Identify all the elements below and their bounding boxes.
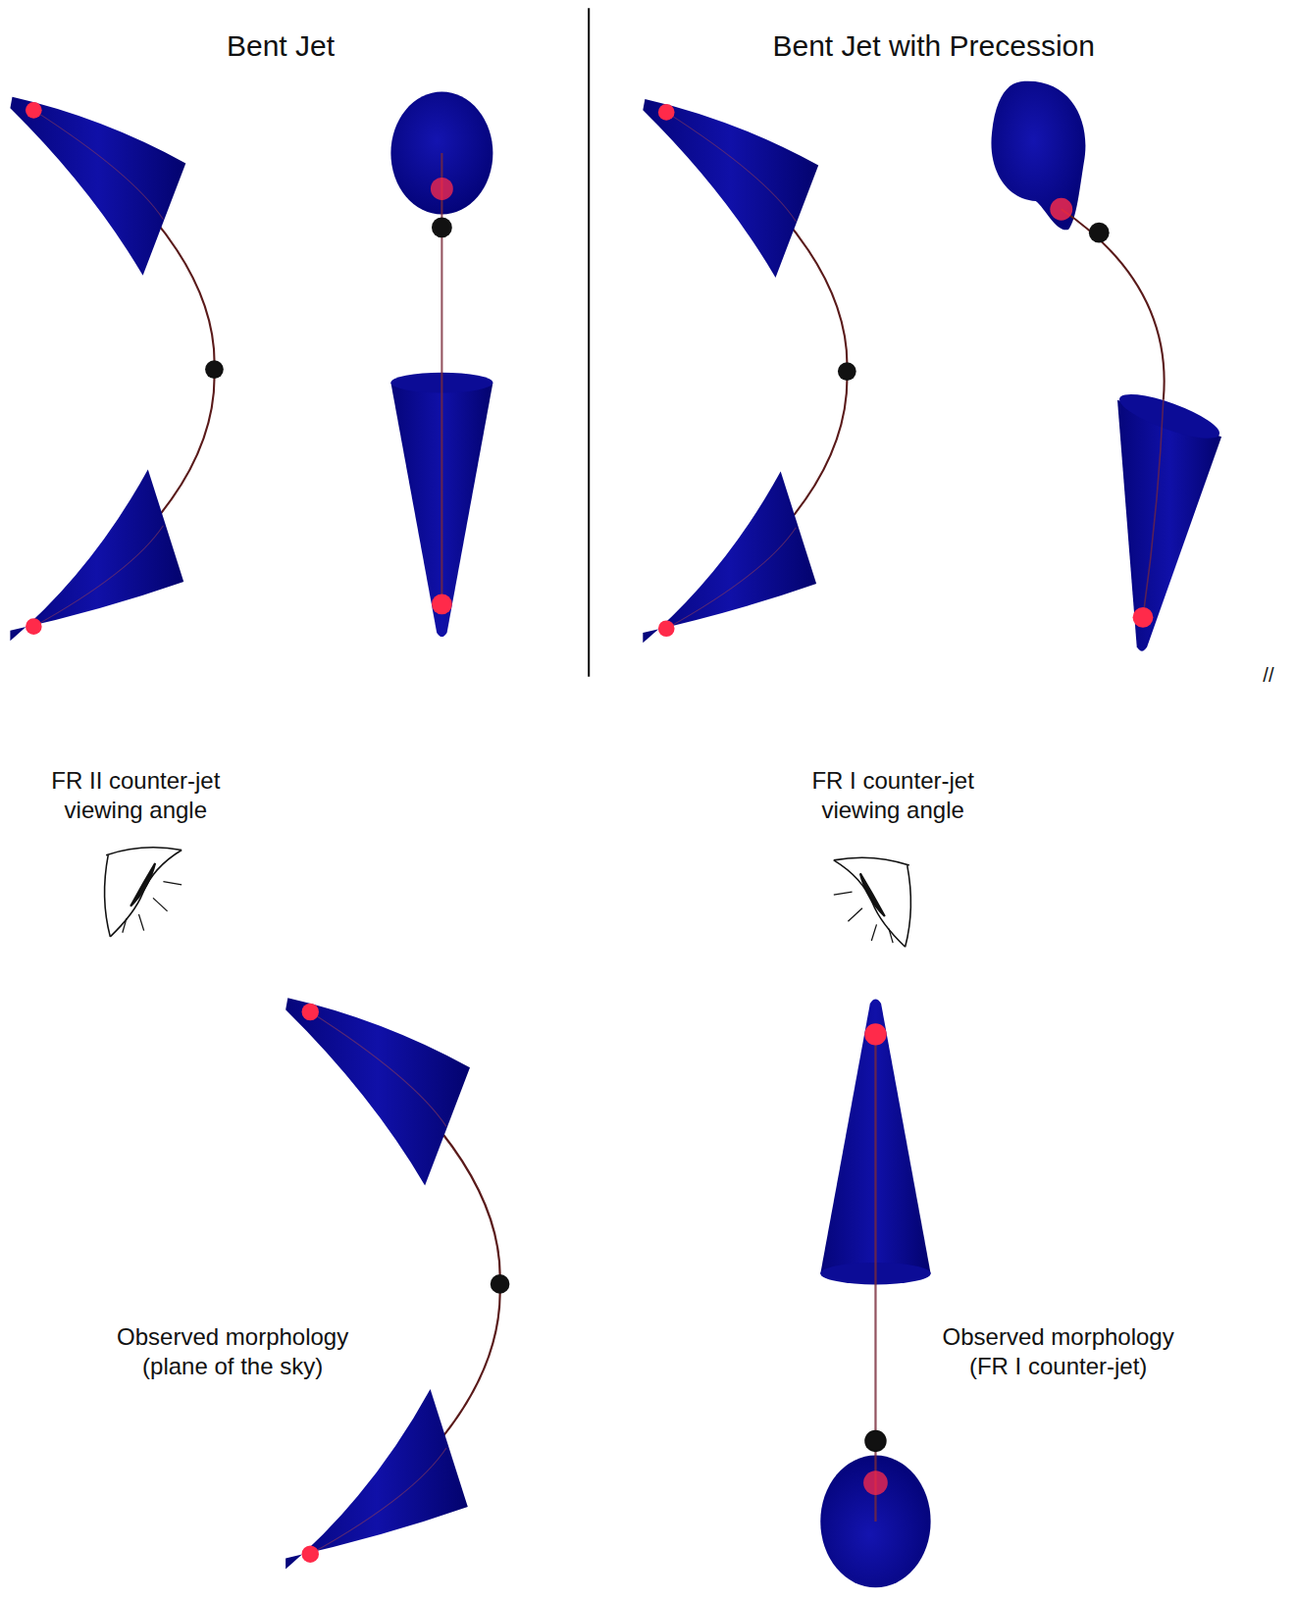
jet-lobe [990,81,1086,231]
view-label: FR II counter-jet viewing angle [32,766,239,826]
eye-icon [104,847,183,937]
morphology-label: Observed morphology (FR I counter-jet) [931,1322,1187,1382]
observed-fr1 [820,998,931,1588]
core [1088,222,1110,244]
panel-heading: Bent Jet with Precession [708,27,1160,65]
observed-fr2 [285,997,510,1569]
hotspot [1049,198,1073,221]
jet-path [1142,400,1164,619]
hotspot [1133,607,1154,628]
break-mark: // [1248,663,1289,688]
eye-icon [833,857,912,947]
bent-jet-side [9,97,223,641]
panel-heading: Bent Jet [133,27,428,65]
panel-divider [587,7,590,676]
view-label: FR I counter-jet viewing angle [789,766,996,826]
jet-lobe [1115,385,1225,447]
jet-path [1061,208,1165,401]
bent-jet-front [390,92,493,637]
morphology-label: Observed morphology (plane of the sky) [104,1322,361,1382]
precessing-jet-side [642,99,856,643]
precessing-jet-front [990,81,1224,652]
